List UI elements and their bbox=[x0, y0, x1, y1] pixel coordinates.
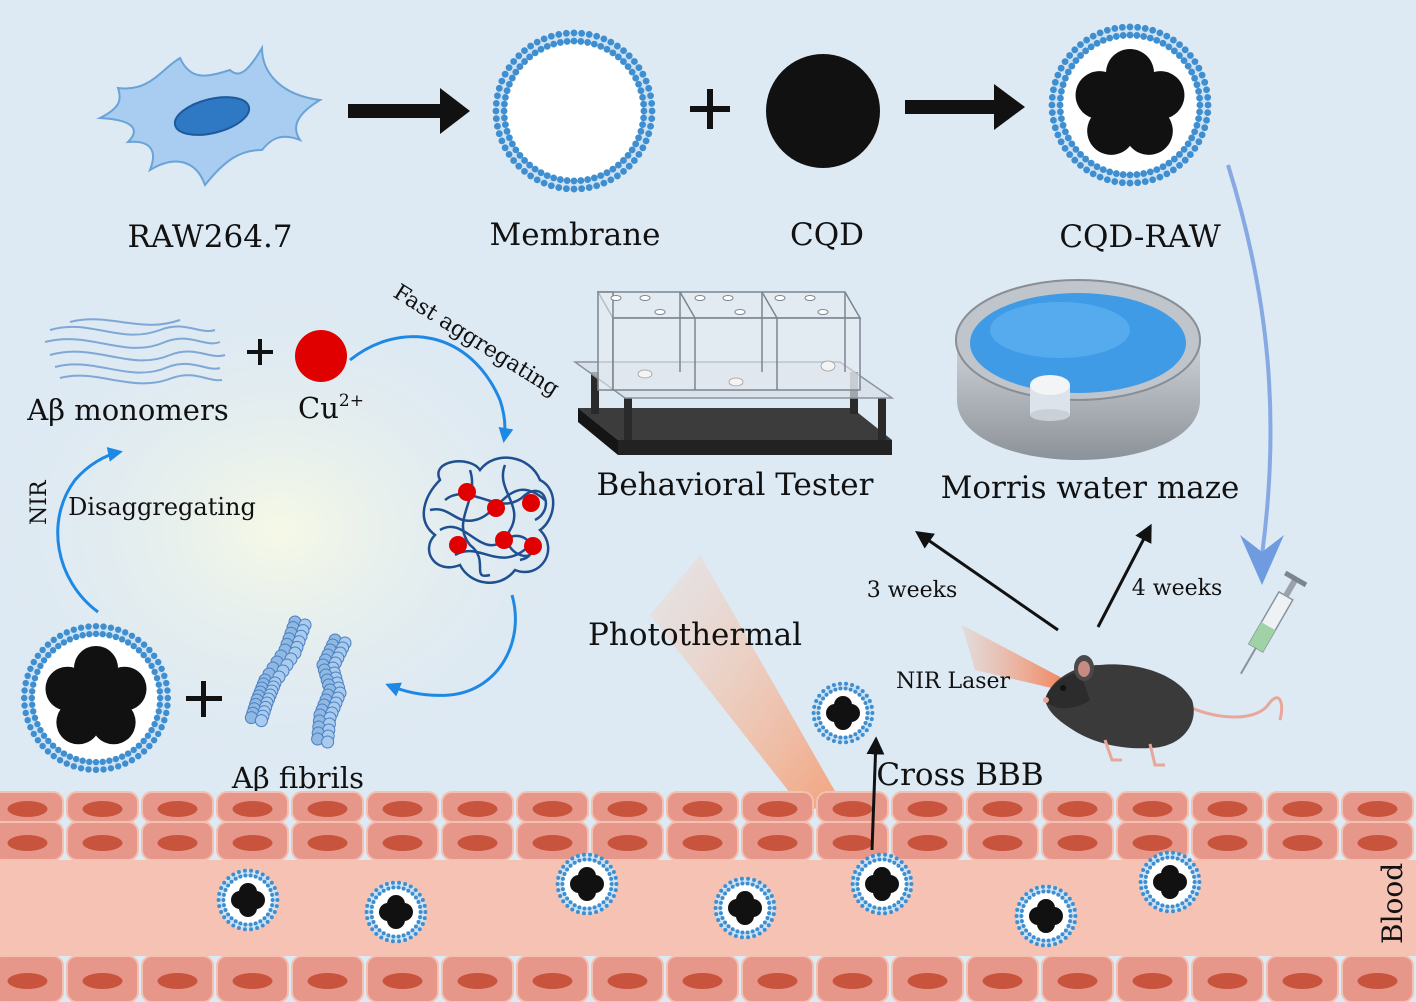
label-ab-monomers: Aβ monomers bbox=[26, 393, 228, 427]
plus-icon-fibrils bbox=[186, 681, 222, 717]
macrophage-cell-icon bbox=[96, 44, 323, 188]
photothermal-beam bbox=[650, 555, 840, 812]
label-photothermal: Photothermal bbox=[588, 617, 802, 653]
label-blood: Blood bbox=[1376, 863, 1409, 944]
label-membrane: Membrane bbox=[490, 217, 661, 253]
copper-ion-icon bbox=[295, 330, 347, 382]
label-disaggregating: Disaggregating bbox=[68, 493, 256, 521]
label-cu: Cu2+ bbox=[298, 391, 364, 425]
label-3-weeks: 3 weeks bbox=[867, 578, 957, 603]
label-cqd: CQD bbox=[790, 217, 864, 253]
fast-aggregating-arrow bbox=[349, 335, 514, 443]
label-behavioral-tester: Behavioral Tester bbox=[597, 467, 874, 503]
label-cross-bbb: Cross BBB bbox=[876, 757, 1043, 793]
label-nir-laser: NIR Laser bbox=[896, 669, 1011, 694]
cqd-dot-icon bbox=[766, 54, 880, 168]
plus-icon-cu bbox=[247, 339, 273, 365]
morris-water-maze-icon bbox=[955, 279, 1201, 460]
injection-arrow bbox=[1226, 164, 1284, 585]
blood-vessel bbox=[0, 860, 1416, 956]
blood-nanoparticles bbox=[216, 850, 1202, 948]
label-nir-left: NIR bbox=[27, 479, 52, 525]
cqd-raw-nanoparticle-icon bbox=[1048, 23, 1212, 187]
ab-monomers-icon bbox=[44, 318, 226, 385]
label-4-weeks: 4 weeks bbox=[1132, 576, 1222, 601]
plus-icon bbox=[690, 89, 730, 129]
arrow-3-weeks bbox=[915, 530, 1059, 632]
endothelial-layer-top bbox=[0, 791, 1414, 861]
arrow-raw-to-membrane bbox=[348, 88, 470, 134]
label-cqd-raw: CQD-RAW bbox=[1059, 219, 1221, 255]
syringe-icon bbox=[1240, 570, 1308, 675]
cross-bbb-arrow bbox=[866, 736, 885, 851]
arrow-cqd-to-cqdraw bbox=[905, 84, 1025, 130]
label-ab-fibrils: Aβ fibrils bbox=[231, 761, 364, 795]
arrow-4-weeks bbox=[1096, 523, 1152, 628]
nir-laser-beam bbox=[962, 625, 1062, 690]
fibril-forming-arrow bbox=[385, 594, 517, 697]
ab-cu-aggregate-icon bbox=[422, 456, 555, 584]
mouse-icon bbox=[1043, 655, 1284, 767]
disaggregating-arrow bbox=[56, 447, 123, 614]
behavioral-tester-icon bbox=[572, 291, 895, 455]
cqd-raw-nanoparticle-icon-left bbox=[20, 622, 172, 774]
label-morris: Morris water maze bbox=[941, 470, 1240, 506]
endothelial-layer-bottom bbox=[0, 955, 1414, 1002]
liposome-icon bbox=[492, 29, 656, 193]
label-raw: RAW264.7 bbox=[127, 219, 292, 255]
ab-fibrils-icon bbox=[244, 615, 352, 749]
cqd-raw-crossing-icon bbox=[811, 681, 875, 745]
